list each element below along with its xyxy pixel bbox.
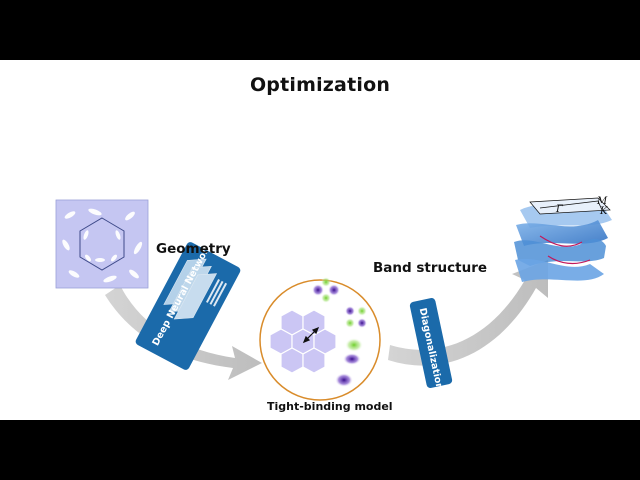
diagram-canvas: Deep Neural Network	[55, 196, 612, 401]
orbital-s-icon	[335, 373, 353, 387]
hex-lattice	[269, 309, 337, 374]
slide: Deep Neural Network	[0, 60, 640, 420]
arrow-geometry-to-tb	[105, 285, 262, 380]
bz-m-label: M	[596, 196, 608, 207]
letterbox-bottom	[0, 420, 640, 480]
diagonalization-box[interactable]: Diagonalization	[409, 297, 454, 392]
orbital-p-icon	[343, 338, 363, 365]
geometry-label: Geometry	[156, 241, 231, 257]
letterbox-top	[0, 0, 640, 60]
tight-binding-label: Tight-binding model	[267, 400, 393, 413]
band-structure-plot: Γ M K	[514, 196, 612, 282]
band-structure-label: Band structure	[373, 260, 488, 276]
slide-title: Optimization	[249, 74, 391, 96]
orbital-d2-icon	[345, 306, 367, 328]
bz-k-label: K	[599, 206, 608, 217]
orbital-d-icon	[312, 277, 340, 303]
geometry-lattice	[55, 199, 149, 289]
bz-gamma-label: Γ	[555, 204, 564, 215]
tight-binding-circle	[259, 277, 381, 401]
dnn-box[interactable]: Deep Neural Network	[134, 234, 245, 371]
hopping-arrow-icon	[302, 326, 320, 344]
